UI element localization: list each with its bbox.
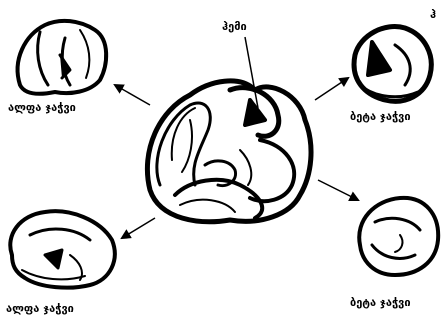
label-heme: ჰემი	[222, 20, 247, 33]
beta-chain-top	[354, 27, 431, 102]
hemoglobin-tetramer	[147, 81, 311, 222]
heme-pointer-line	[245, 37, 258, 108]
label-alpha-chain-top: ალფა ჯაჭვი	[8, 101, 76, 114]
arrow-to-alpha-bottom	[122, 218, 155, 238]
arrow-to-alpha-top	[115, 85, 150, 105]
label-beta-chain-top: ბეტა ჯაჭვი	[350, 110, 411, 123]
alpha-chain-bottom	[10, 211, 114, 287]
arrow-to-beta-bottom	[318, 180, 358, 200]
label-beta-chain-bottom: ბეტა ჯაჭვი	[350, 296, 411, 309]
label-top-right-fragment: ჰ	[430, 8, 436, 21]
label-alpha-chain-bottom: ალფა ჯაჭვი	[6, 302, 74, 315]
alpha-chain-top	[18, 21, 107, 94]
beta-chain-bottom	[359, 198, 438, 275]
arrow-to-beta-top	[315, 78, 348, 100]
